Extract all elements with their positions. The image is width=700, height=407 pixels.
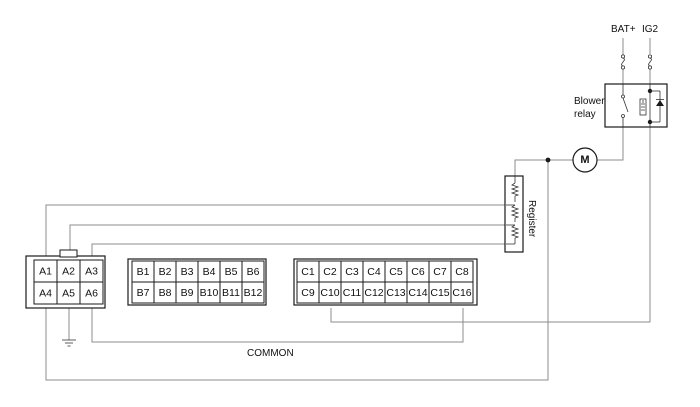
pin-label-b8: B8 [159, 287, 172, 299]
pin-label-c5: C5 [389, 266, 403, 278]
pin-label-b6: B6 [247, 266, 260, 278]
motor-label: M [580, 154, 589, 166]
junction-dot [545, 157, 551, 163]
bat-label: BAT+ [611, 24, 636, 35]
ground-symbol [62, 339, 76, 347]
pin-label-a1: A1 [39, 266, 52, 278]
pin-label-c9: C9 [301, 287, 315, 299]
motor-icon [572, 147, 598, 173]
pin-label-b12: B12 [244, 287, 263, 299]
pin-label-c6: C6 [411, 266, 425, 278]
pin-label-b5: B5 [225, 266, 238, 278]
ig2-to-c10-wire [330, 127, 651, 323]
pin-label-c13: C13 [386, 287, 405, 299]
pin-label-c10: C10 [320, 287, 339, 299]
register-to-a2-wire [69, 224, 506, 256]
ig2-label: IG2 [642, 24, 659, 35]
register-label: Register [526, 200, 537, 238]
relay-diode-icon [656, 99, 664, 106]
common-wire [91, 308, 464, 343]
pin-label-c2: C2 [323, 266, 337, 278]
common-label: COMMON [247, 348, 294, 359]
pin-label-b7: B7 [137, 287, 150, 299]
pin-label-b11: B11 [222, 287, 240, 299]
pin-label-a3: A3 [85, 266, 98, 278]
pin-label-c8: C8 [455, 266, 469, 278]
pin-label-a5: A5 [62, 288, 75, 300]
blower-relay-label-2: relay [574, 109, 596, 120]
pin-label-b9: B9 [181, 287, 194, 299]
pin-label-c16: C16 [452, 287, 471, 299]
junction-to-register-wire [514, 159, 548, 176]
pin-label-c15: C15 [430, 287, 449, 299]
pin-label-b1: B1 [137, 266, 150, 278]
pin-cell [79, 281, 104, 305]
pin-label-c11: C11 [343, 287, 362, 299]
pin-label-a6: A6 [85, 288, 98, 300]
pin-label-a4: A4 [39, 288, 52, 300]
connector-a-latch [59, 249, 78, 258]
pin-label-c12: C12 [364, 287, 383, 299]
pin-cell [450, 281, 474, 304]
pin-label-c14: C14 [408, 287, 427, 299]
pin-label-a2: A2 [62, 266, 75, 278]
register-to-a1-wire [45, 204, 506, 256]
pin-label-c4: C4 [367, 266, 381, 278]
register-resistor-icon [506, 176, 520, 245]
pin-label-b10: B10 [200, 287, 219, 299]
blower-relay-label-1: Blower [574, 96, 605, 107]
ig2-fuse-icon [648, 54, 653, 70]
relay-coil-icon [639, 84, 661, 127]
pin-label-c3: C3 [345, 266, 359, 278]
relay-to-motor-wire [597, 127, 624, 161]
relay-switch-icon [621, 84, 629, 127]
register-to-a3-wire [91, 243, 506, 256]
pin-cell [241, 281, 265, 304]
pin-label-b4: B4 [203, 266, 216, 278]
pin-label-b2: B2 [159, 266, 172, 278]
motor-to-a4-wire [45, 160, 549, 381]
pin-label-c1: C1 [301, 266, 315, 278]
pin-label-c7: C7 [433, 266, 447, 278]
bat-fuse-icon [621, 54, 626, 70]
pin-label-b3: B3 [181, 266, 194, 278]
